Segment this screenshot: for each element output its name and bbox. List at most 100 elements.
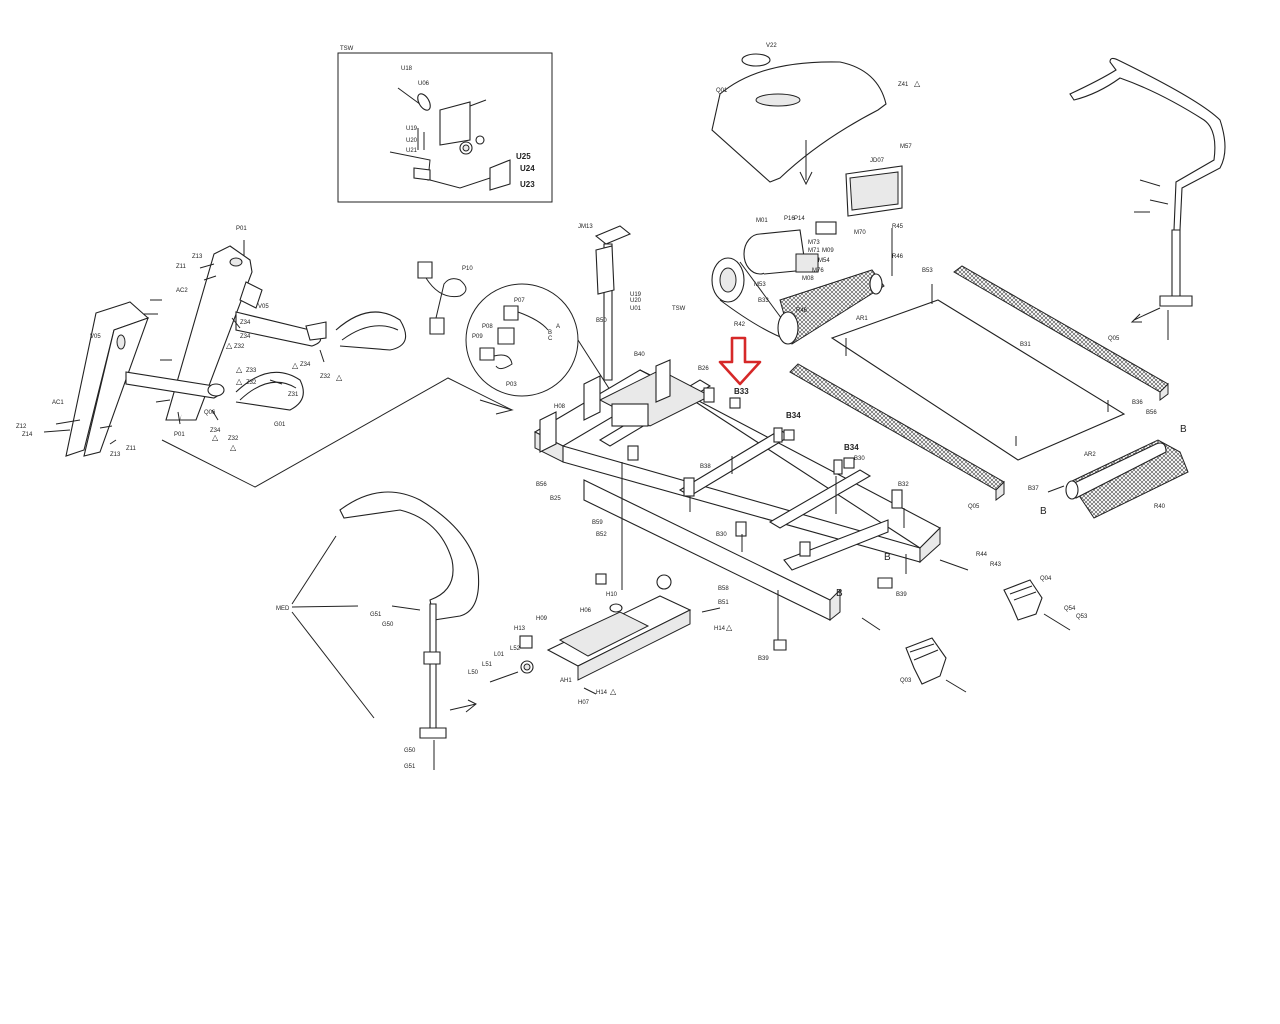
label-p14: P14: [794, 216, 805, 222]
label-g01: G01: [274, 422, 286, 428]
label-z34-2: Z34: [240, 334, 251, 340]
label-p03: P03: [506, 382, 517, 388]
label-z11b: Z11: [126, 446, 137, 452]
label-jd07: JD07: [870, 158, 885, 164]
label-med: MED: [276, 606, 290, 612]
label-h14b: H14: [714, 626, 726, 632]
label-l51: L51: [482, 662, 493, 668]
label-u20b: U20: [630, 298, 642, 304]
label-b-low: B: [836, 588, 843, 599]
med-handle: [291, 491, 480, 770]
label-b32: B32: [898, 482, 909, 488]
label-ah1: AH1: [560, 678, 572, 684]
label-v05b: V05: [90, 334, 101, 340]
label-u19b: U19: [630, 292, 642, 298]
label-b25: B25: [550, 496, 561, 502]
power-cord-detail: [417, 261, 611, 397]
label-b31: B31: [1020, 342, 1031, 348]
label-u21: U21: [406, 148, 418, 154]
label-z32: Z32: [234, 344, 245, 350]
label-b52: B52: [596, 532, 607, 538]
label-b33: B33: [734, 387, 749, 396]
label-p08: P08: [482, 324, 493, 330]
label-m53: M53: [754, 282, 766, 288]
label-p01b: P01: [174, 432, 185, 438]
warning-triangle-icon: △: [610, 687, 617, 696]
label-b37: B37: [1028, 486, 1039, 492]
label-z14: Z14: [22, 432, 33, 438]
label-jm13: JM13: [578, 224, 593, 230]
tsw-inset: TSW: [337, 46, 553, 203]
label-p09: P09: [472, 334, 483, 340]
label-l52: L52: [510, 646, 521, 652]
label-q05b: Q05: [968, 504, 980, 510]
label-v05: V05: [258, 304, 269, 310]
label-r46b: R46: [796, 308, 808, 314]
label-r45: R45: [892, 224, 904, 230]
label-b26: B26: [698, 366, 709, 372]
warning-triangle-icon: △: [226, 341, 233, 350]
label-z32c: Z32: [246, 380, 257, 386]
lower-subframe: [489, 573, 721, 695]
label-q01: Q01: [716, 88, 728, 94]
label-l01: L01: [494, 652, 505, 658]
label-m09: M09: [822, 248, 834, 254]
label-g51: G51: [370, 612, 382, 618]
label-b34: B34: [786, 411, 801, 420]
label-b40: B40: [634, 352, 645, 358]
label-q05: Q05: [1108, 336, 1120, 342]
label-m57: M57: [900, 144, 912, 150]
label-h13: H13: [514, 626, 526, 632]
label-g51b: G51: [404, 764, 416, 770]
motor-hood: [711, 53, 1189, 519]
label-b30: B30: [854, 456, 865, 462]
label-ar2: AR2: [1084, 452, 1096, 458]
label-h07: H07: [578, 700, 590, 706]
label-tsw: TSW: [672, 306, 686, 312]
label-ac1: AC1: [52, 400, 64, 406]
label-q03: Q03: [900, 678, 912, 684]
label-z31: Z31: [288, 392, 299, 398]
label-b38: B38: [700, 464, 711, 470]
foot-covers: [905, 579, 1071, 693]
label-p16: P16: [784, 216, 795, 222]
label-l50: L50: [468, 670, 479, 676]
label-b33-top: B33: [758, 298, 769, 304]
label-m70: M70: [854, 230, 866, 236]
label-b36: B36: [1132, 400, 1143, 406]
label-u25: U25: [516, 152, 531, 161]
label-b56b: B56: [536, 482, 547, 488]
label-b-mid: B: [884, 552, 891, 563]
warning-triangle-icon: △: [230, 443, 237, 452]
label-b-front: B: [1040, 506, 1047, 517]
label-z32d: Z32: [228, 436, 239, 442]
label-m76: M76: [812, 268, 824, 274]
label-z33: Z33: [246, 368, 257, 374]
label-b-right: B: [1180, 424, 1187, 435]
label-z34b: Z34: [300, 362, 311, 368]
left-uprights: [43, 240, 514, 488]
label-b30b: B30: [716, 532, 727, 538]
warning-triangle-icon: △: [914, 79, 921, 88]
warning-triangle-icon: △: [726, 623, 733, 632]
label-q04: Q04: [1040, 576, 1052, 582]
label-m08: M08: [802, 276, 814, 282]
label-m01: M01: [756, 218, 768, 224]
label-h10: H10: [606, 592, 618, 598]
label-b50: B50: [596, 318, 607, 324]
label-z13b: Z13: [110, 452, 121, 458]
label-b34b: B34: [844, 443, 859, 452]
label-h09: H09: [536, 616, 548, 622]
label-h08: H08: [554, 404, 566, 410]
label-h06: H06: [580, 608, 592, 614]
inset-switch-assembly: [389, 87, 511, 191]
label-p10: P10: [462, 266, 473, 272]
label-u06: U06: [418, 81, 430, 87]
warning-triangle-icon: △: [212, 433, 219, 442]
label-u18: U18: [401, 66, 413, 72]
label-b56: B56: [1146, 410, 1157, 416]
inset-title: TSW: [340, 46, 354, 52]
label-u20: U20: [406, 138, 418, 144]
highlight-arrow: [718, 336, 762, 386]
